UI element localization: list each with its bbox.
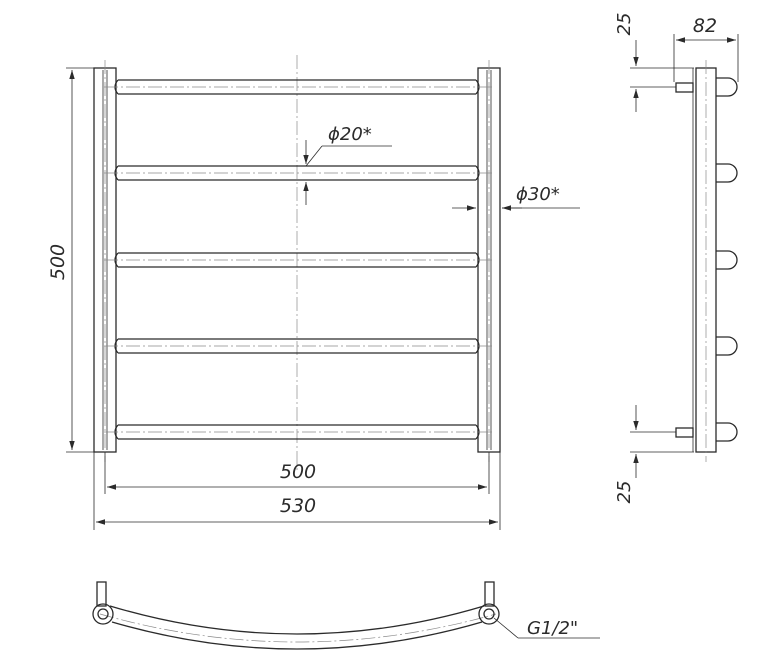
depth-label: 82	[693, 15, 717, 37]
outer-width-dimension: 530	[93, 452, 501, 530]
side-connectors	[675, 82, 694, 438]
top-right-connector	[478, 581, 500, 625]
thread-callout: G1/2"	[493, 617, 600, 639]
thread-label: G1/2"	[527, 618, 578, 639]
rail-diameter-callout: ϕ30*	[452, 184, 580, 211]
rung-5	[104, 424, 492, 440]
outer-width-label: 530	[280, 495, 316, 517]
height-label: 500	[47, 244, 69, 280]
rung-2	[104, 165, 492, 181]
top-view: G1/2"	[92, 581, 600, 650]
top-curved-rail	[109, 605, 485, 650]
inner-width-dimension: 500	[104, 452, 490, 494]
rung-4	[104, 338, 492, 354]
depth-dimension: 82	[673, 15, 739, 82]
rung-diameter-label: ϕ20*	[328, 124, 372, 145]
rung-3	[104, 252, 492, 268]
rail-diameter-label: ϕ30*	[516, 184, 560, 205]
rung-1	[104, 79, 492, 95]
side-view: 82 25 25	[614, 13, 739, 503]
bottom-offset-dimension: 25	[614, 405, 694, 503]
left-rail	[93, 60, 117, 462]
front-view: 500 500 530 ϕ20* ϕ30*	[47, 55, 580, 530]
top-offset-label: 25	[614, 13, 635, 36]
top-offset-dimension: 25	[614, 13, 694, 112]
top-left-connector	[92, 581, 114, 625]
side-rung-ends	[716, 77, 738, 442]
right-rail	[477, 60, 501, 462]
rung-diameter-callout: ϕ20*	[303, 124, 392, 205]
inner-width-label: 500	[280, 461, 316, 483]
bottom-offset-label: 25	[614, 481, 635, 504]
height-dimension: 500	[47, 67, 94, 453]
